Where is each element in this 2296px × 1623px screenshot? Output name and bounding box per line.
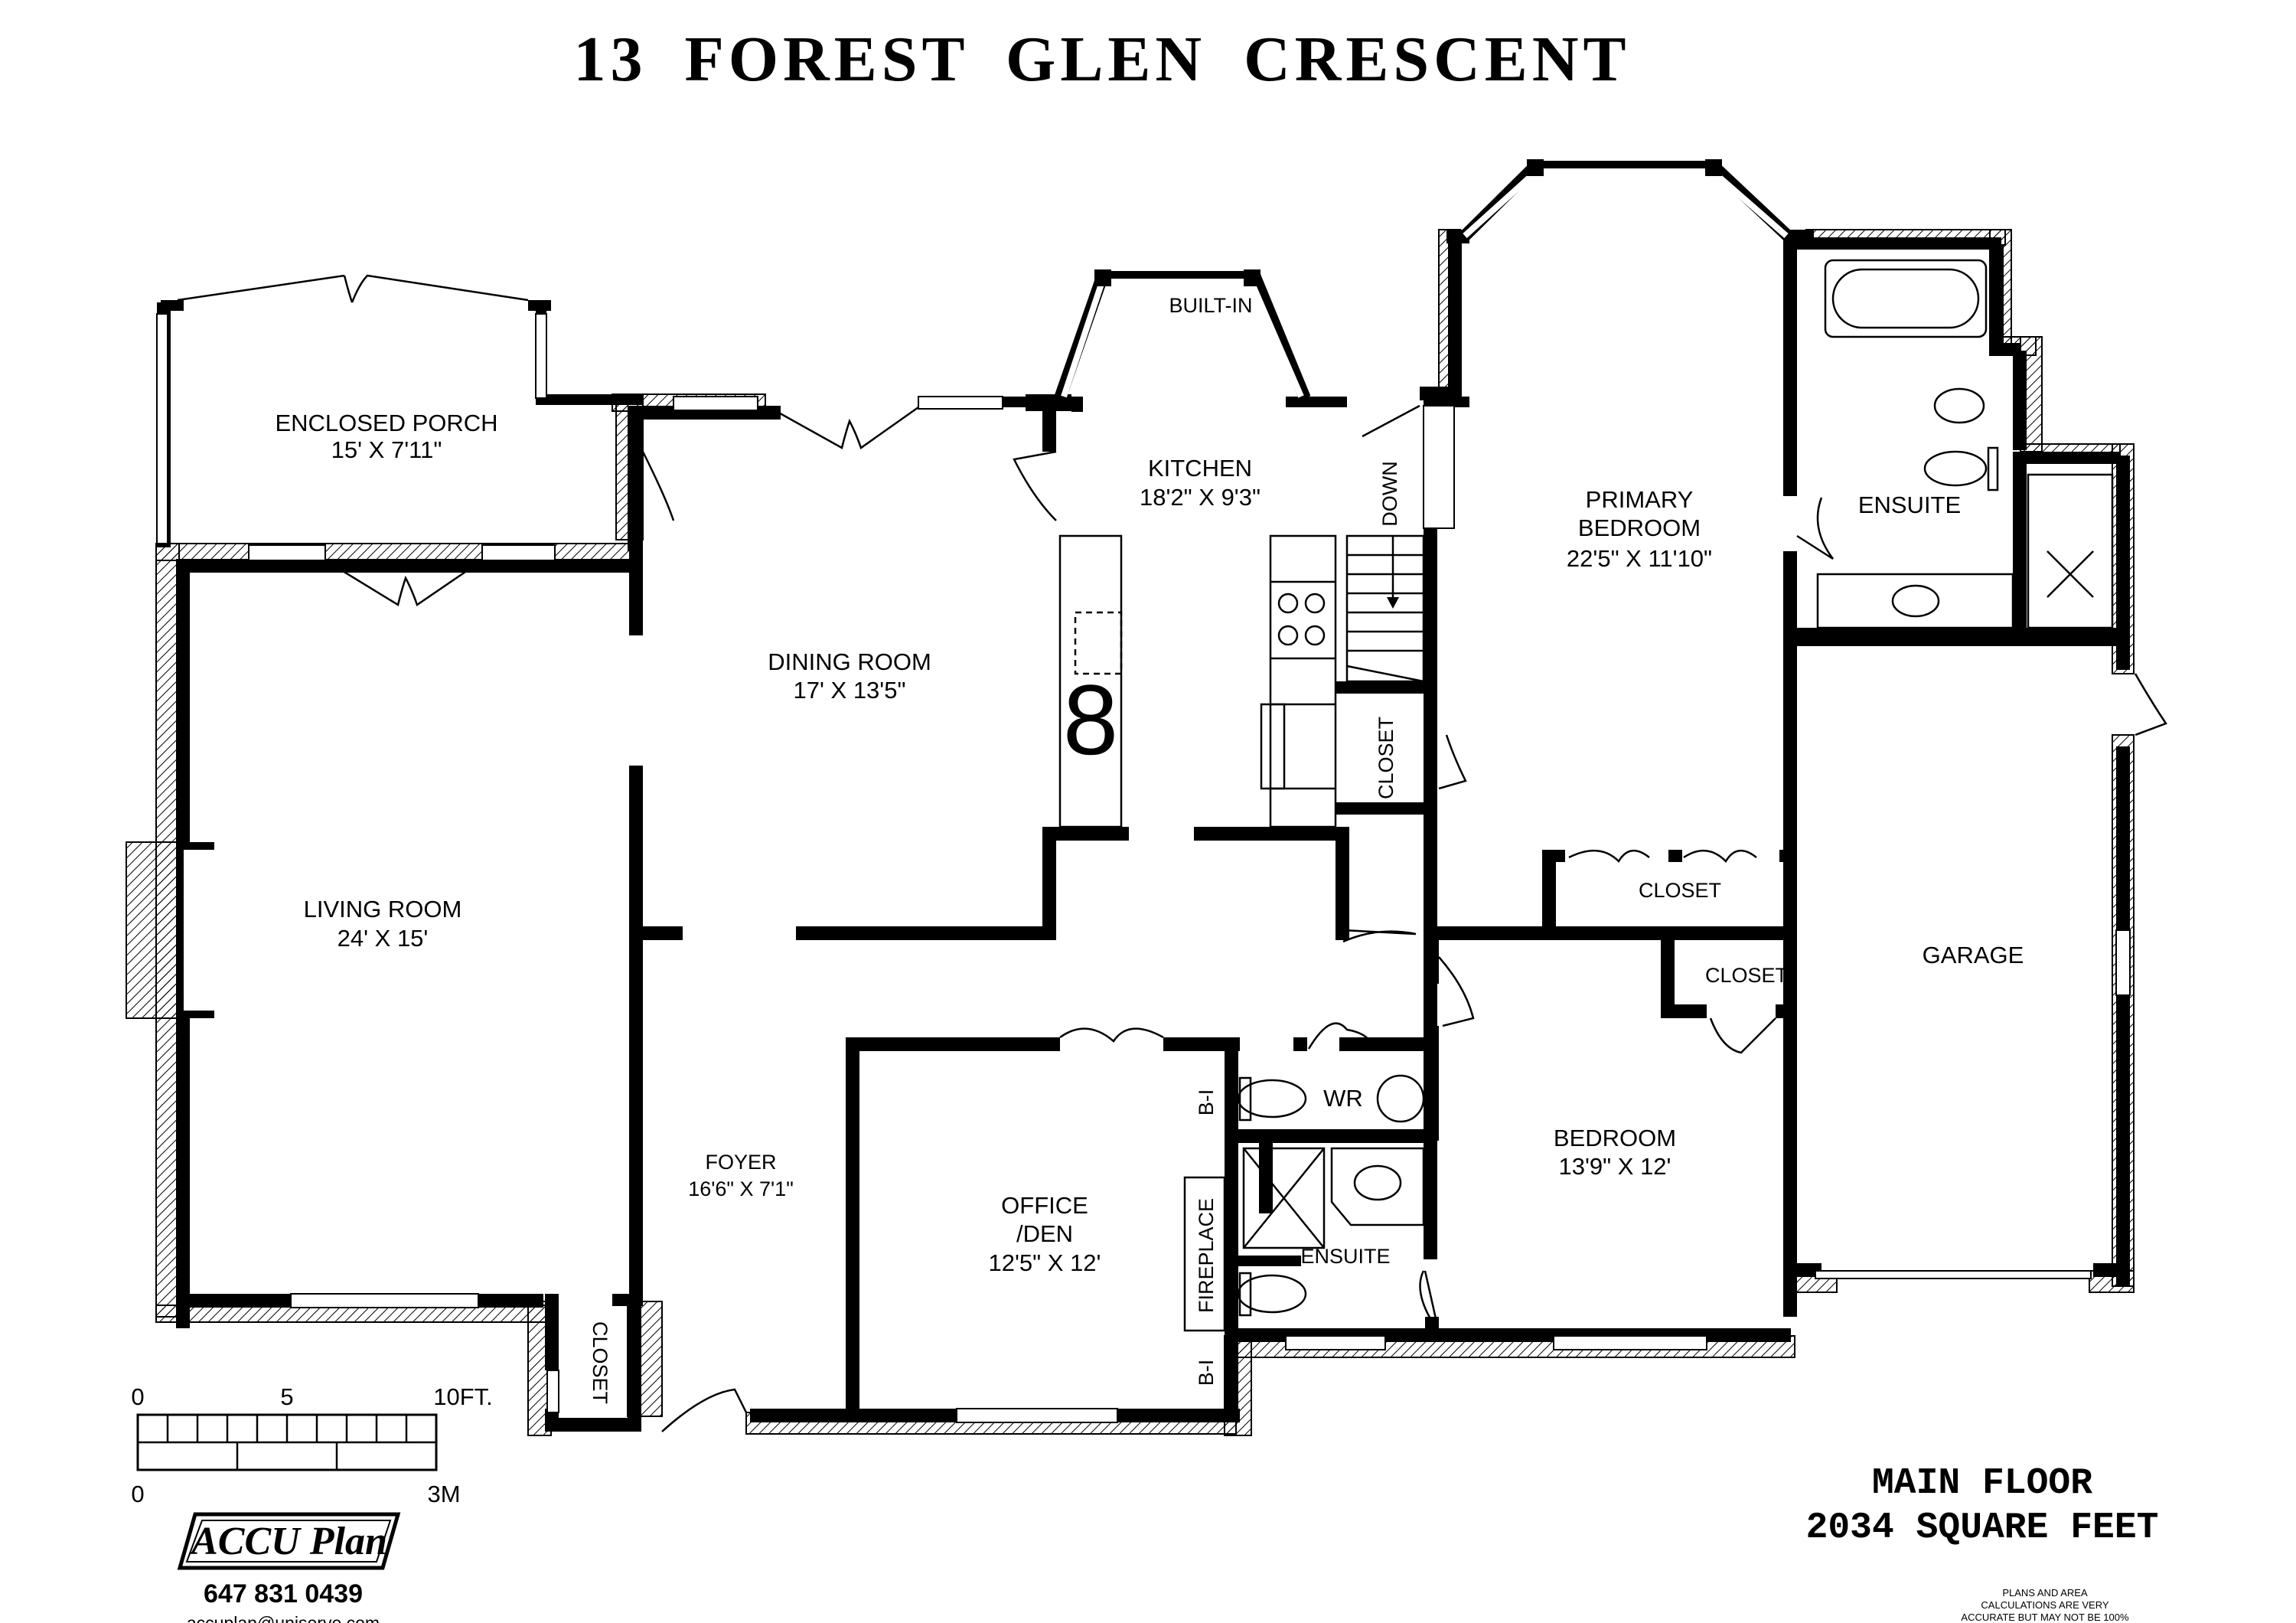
disclaimer-line-2: CALCULATIONS ARE VERY <box>1981 1599 2108 1611</box>
down-label: DOWN <box>1378 461 1401 526</box>
built-in-label: BUILT-IN <box>1169 294 1252 317</box>
scale-m-0: 0 <box>131 1481 144 1507</box>
room-labels: ENCLOSED PORCH 15' X 7'11" DINING ROOM 1… <box>275 294 2024 1404</box>
bay-windows <box>1054 159 1795 401</box>
ensuite-lower-name: ENSUITE <box>1300 1245 1390 1268</box>
primary-bedroom-dims: 22'5" X 11'10" <box>1567 545 1712 572</box>
enclosed-porch-dims: 15' X 7'11" <box>331 436 442 463</box>
fireplace-label: FIREPLACE <box>1195 1198 1218 1313</box>
floor-info: MAIN FLOOR 2034 SQUARE FEET PLANS AND AR… <box>1806 1463 2159 1623</box>
living-room-name: LIVING ROOM <box>304 896 462 923</box>
scale-m-3: 3M <box>427 1481 460 1507</box>
bedroom-name: BEDROOM <box>1554 1125 1676 1151</box>
dining-room-dims: 17' X 13'5" <box>794 677 906 704</box>
foyer-name: FOYER <box>705 1151 776 1174</box>
living-room-dims: 24' X 15' <box>338 925 429 952</box>
disclaimer-line-1: PLANS AND AREA <box>2002 1587 2088 1599</box>
ensuite-primary-name: ENSUITE <box>1858 491 1961 518</box>
floor-area: 2034 SQUARE FEET <box>1806 1507 2159 1549</box>
scale-tick-10: 10FT. <box>433 1383 493 1410</box>
svg-text:8: 8 <box>1063 664 1118 776</box>
kitchen-name: KITCHEN <box>1148 455 1252 482</box>
office-dims: 12'5" X 12' <box>989 1249 1101 1276</box>
fireplaces <box>126 841 1226 1332</box>
closet-foyer-name: CLOSET <box>589 1321 612 1404</box>
doors <box>177 274 2167 1432</box>
closet-bedroom-name: CLOSET <box>1705 964 1788 987</box>
garage-name: GARAGE <box>1923 942 2024 968</box>
bathroom-fixtures <box>1237 259 2114 1317</box>
scale-bar: 0 5 10FT. 0 3M <box>131 1383 492 1507</box>
bi-top-label: B-I <box>1195 1089 1218 1116</box>
kitchen-dims: 18'2" X 9'3" <box>1140 484 1261 511</box>
brand-logo: ACCU Plan 647 831 0439 accuplan@uniserve… <box>177 1512 401 1623</box>
bedroom-dims: 13'9" X 12' <box>1559 1153 1671 1180</box>
primary-bedroom-name-2: BEDROOM <box>1578 514 1701 541</box>
enclosed-porch-name: ENCLOSED PORCH <box>275 410 497 436</box>
closet-primary-name: CLOSET <box>1639 879 1721 902</box>
disclaimer-line-3: ACCURATE BUT MAY NOT BE 100% <box>1961 1612 2129 1623</box>
primary-bedroom-name-1: PRIMARY <box>1586 486 1694 513</box>
office-name-1: OFFICE <box>1001 1192 1088 1219</box>
brand-phone: 647 831 0439 <box>204 1579 363 1608</box>
dining-room-name: DINING ROOM <box>768 648 931 675</box>
scale-tick-0: 0 <box>131 1383 144 1410</box>
wr-name: WR <box>1323 1085 1363 1112</box>
bi-bottom-label: B-I <box>1195 1360 1218 1386</box>
floor-name: MAIN FLOOR <box>1872 1463 2092 1504</box>
windows <box>156 313 2131 1423</box>
kitchen-fixtures: 8 <box>1058 534 1425 828</box>
scale-tick-5: 5 <box>280 1383 293 1410</box>
plan-title: 13 FOREST GLEN CRESCENT <box>573 24 1630 95</box>
foyer-dims: 16'6" X 7'1" <box>688 1177 794 1200</box>
brand-email: accuplan@uniserve.com <box>187 1613 380 1623</box>
closet-kitchen-name: CLOSET <box>1375 717 1397 799</box>
brand-logo-text: ACCU Plan <box>189 1520 387 1563</box>
office-name-2: /DEN <box>1016 1220 1073 1247</box>
